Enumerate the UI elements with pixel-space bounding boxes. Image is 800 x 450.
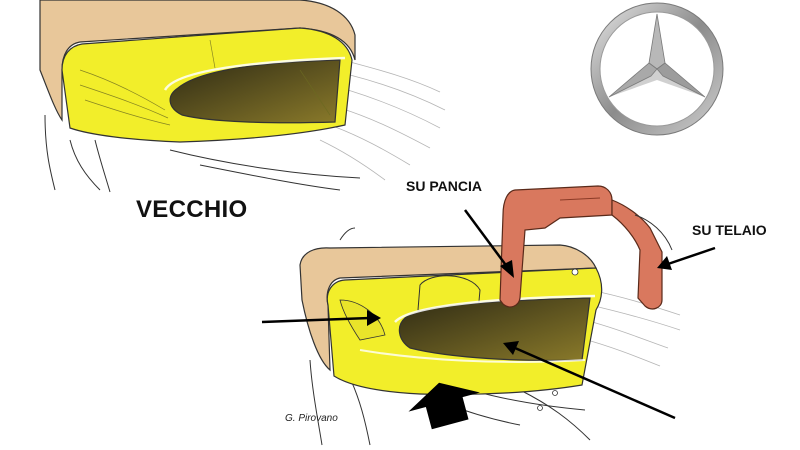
arrow-belly-mount <box>463 209 510 269</box>
chassis-mount-bracket <box>611 199 663 310</box>
new-bodywork <box>299 244 597 372</box>
old-label: VECCHIO <box>136 196 248 223</box>
author-credit: G. Pirovano <box>285 413 338 424</box>
arrow-chassis-mount <box>667 246 716 266</box>
old-body-lines <box>44 114 361 193</box>
belly-mount-bracket <box>499 185 613 308</box>
chassis-mount-label: SU TELAIO <box>692 222 767 238</box>
arrow-lower-inlet <box>514 346 676 420</box>
new-sidepod <box>299 227 681 446</box>
mount-brackets <box>499 185 673 310</box>
old-flow-lines <box>319 61 446 181</box>
old-inlet <box>169 59 341 124</box>
arrow-left-vane <box>261 316 371 324</box>
big-flow-arrow <box>408 382 480 430</box>
annotation-arrows <box>261 209 716 430</box>
old-sidepod <box>39 0 446 193</box>
belly-mount-label: SU PANCIA <box>406 178 482 194</box>
mercedes-star-logo <box>590 2 724 136</box>
